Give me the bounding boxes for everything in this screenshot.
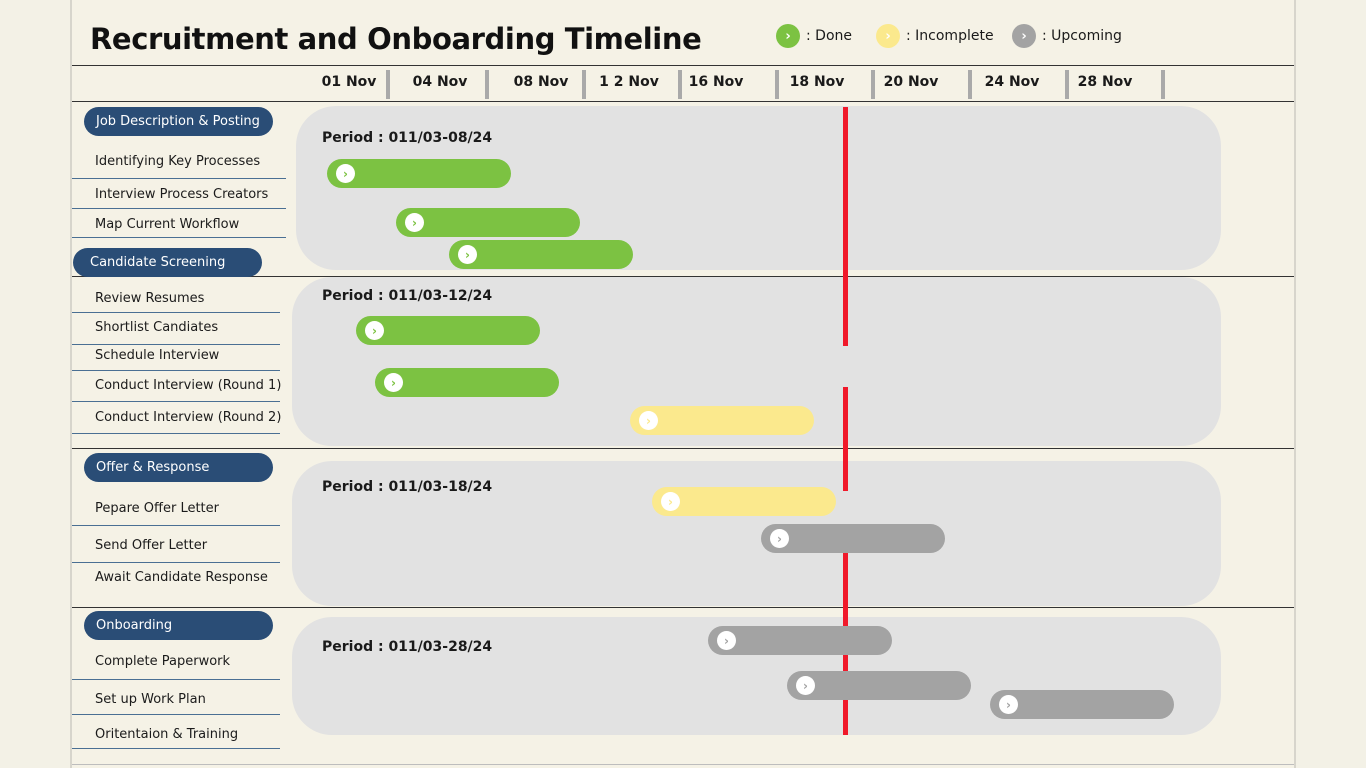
legend-done: › : Done: [776, 24, 852, 48]
section-label-job-description: Job Description & Posting: [84, 107, 273, 136]
legend-incomplete: › : Incomplete: [876, 24, 994, 48]
task-label: Oritentaion & Training: [95, 727, 239, 742]
period-label: Period : 011/03-18/24: [322, 479, 493, 495]
task-bar[interactable]: ›: [990, 690, 1174, 719]
date-separator: [386, 70, 390, 99]
period-label: Period : 011/03-28/24: [322, 639, 493, 655]
period-label: Period : 011/03-08/24: [322, 130, 493, 146]
date-label: 1 2 Nov: [599, 74, 659, 90]
task-divider: [72, 525, 280, 526]
chevron-right-icon: ›: [776, 24, 800, 48]
task-divider: [72, 679, 280, 680]
task-divider: [72, 433, 280, 434]
date-label: 01 Nov: [321, 74, 377, 90]
task-label: Interview Process Creators: [95, 187, 269, 202]
legend-incomplete-label: : Incomplete: [906, 28, 994, 44]
chevron-right-icon: ›: [1012, 24, 1036, 48]
task-divider: [72, 178, 286, 179]
header-bottom-line: [72, 101, 1294, 102]
header-top-line: [72, 65, 1294, 66]
task-bar[interactable]: ›: [396, 208, 580, 237]
section-label-onboarding: Onboarding: [84, 611, 273, 640]
task-divider: [72, 401, 280, 402]
date-separator: [871, 70, 875, 99]
task-label: Conduct Interview (Round 2): [95, 410, 282, 425]
date-separator: [1161, 70, 1165, 99]
date-label: 16 Nov: [688, 74, 744, 90]
date-separator: [485, 70, 489, 99]
task-divider: [72, 208, 286, 209]
page-title: Recruitment and Onboarding Timeline: [90, 22, 702, 56]
task-label: Complete Paperwork: [95, 654, 231, 669]
legend-done-label: : Done: [806, 28, 852, 44]
task-label: Identifying Key Processes: [95, 154, 261, 169]
task-divider: [72, 344, 280, 345]
task-label: Review Resumes: [95, 291, 205, 306]
chevron-right-icon: ›: [405, 213, 424, 232]
chevron-right-icon: ›: [458, 245, 477, 264]
section-panel: [292, 461, 1221, 606]
chevron-right-icon: ›: [639, 411, 658, 430]
task-bar[interactable]: ›: [356, 316, 540, 345]
chevron-right-icon: ›: [336, 164, 355, 183]
today-marker: [843, 107, 848, 346]
date-label: 18 Nov: [789, 74, 845, 90]
date-separator: [775, 70, 779, 99]
task-bar[interactable]: ›: [327, 159, 511, 188]
task-label: Schedule Interview: [95, 348, 220, 363]
date-label: 04 Nov: [412, 74, 468, 90]
task-divider: [72, 370, 280, 371]
task-bar[interactable]: ›: [761, 524, 945, 553]
task-label: Set up Work Plan: [95, 692, 206, 707]
date-separator: [1065, 70, 1069, 99]
task-divider: [72, 714, 280, 715]
chevron-right-icon: ›: [770, 529, 789, 548]
date-separator: [582, 70, 586, 99]
chevron-right-icon: ›: [796, 676, 815, 695]
chevron-right-icon: ›: [661, 492, 680, 511]
task-bar[interactable]: ›: [375, 368, 559, 397]
task-label: Map Current Workflow: [95, 217, 240, 232]
period-label: Period : 011/03-12/24: [322, 288, 493, 304]
task-label: Shortlist Candiates: [95, 320, 219, 335]
task-bar[interactable]: ›: [449, 240, 633, 269]
date-label: 08 Nov: [513, 74, 569, 90]
chevron-right-icon: ›: [717, 631, 736, 650]
legend-upcoming-label: : Upcoming: [1042, 28, 1122, 44]
section-label-offer-response: Offer & Response: [84, 453, 273, 482]
chevron-right-icon: ›: [999, 695, 1018, 714]
chevron-right-icon: ›: [384, 373, 403, 392]
date-separator: [678, 70, 682, 99]
task-label: Await Candidate Response: [95, 570, 268, 585]
task-divider: [72, 312, 280, 313]
section-divider: [72, 448, 1294, 449]
date-label: 24 Nov: [984, 74, 1040, 90]
task-divider: [72, 748, 280, 749]
date-label: 20 Nov: [883, 74, 939, 90]
task-label: Conduct Interview (Round 1): [95, 378, 282, 393]
task-label: Send Offer Letter: [95, 538, 208, 553]
section-label-candidate-screening: Candidate Screening: [73, 248, 262, 277]
legend-upcoming: › : Upcoming: [1012, 24, 1122, 48]
bottom-line: [72, 764, 1294, 765]
section-divider: [72, 607, 1294, 608]
date-label: 28 Nov: [1077, 74, 1133, 90]
task-bar[interactable]: ›: [630, 406, 814, 435]
today-marker: [843, 387, 848, 491]
task-bar[interactable]: ›: [652, 487, 836, 516]
section-panel: [296, 106, 1221, 270]
task-divider: [72, 562, 280, 563]
date-separator: [968, 70, 972, 99]
chevron-right-icon: ›: [876, 24, 900, 48]
task-divider: [72, 237, 286, 238]
chevron-right-icon: ›: [365, 321, 384, 340]
section-divider: [72, 276, 1294, 277]
task-bar[interactable]: ›: [708, 626, 892, 655]
task-bar[interactable]: ›: [787, 671, 971, 700]
task-label: Pepare Offer Letter: [95, 501, 219, 516]
